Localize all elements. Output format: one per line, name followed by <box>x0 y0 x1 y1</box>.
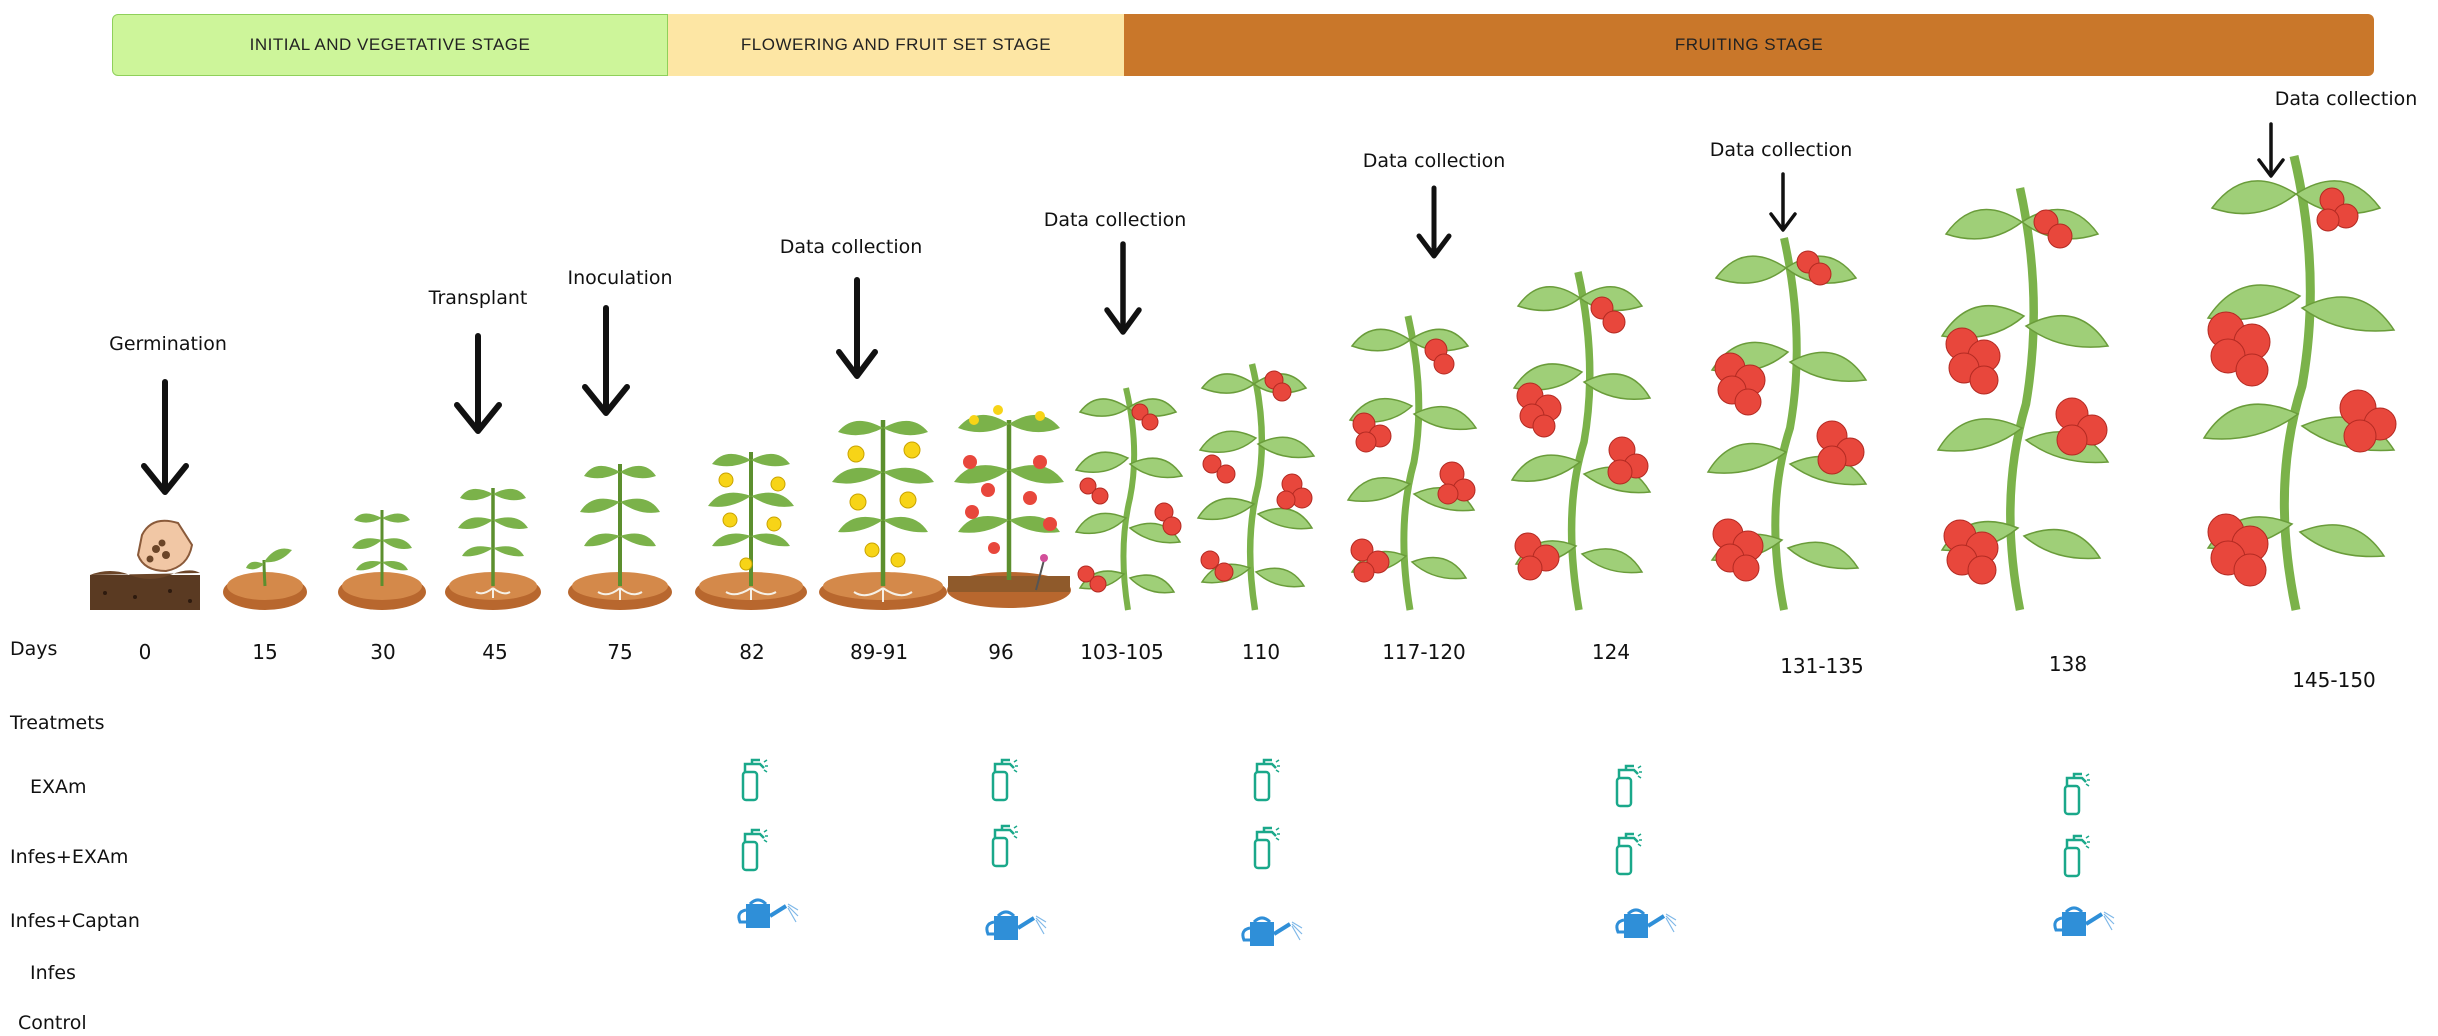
young-plant-illustration <box>338 510 426 610</box>
transplanted-plant-illustration <box>445 488 541 610</box>
day-value: 131-135 <box>1780 654 1864 678</box>
watering-can-icon <box>1241 916 1303 946</box>
arrow-down-icon <box>454 333 502 434</box>
fruit-set-plant-illustration <box>947 405 1071 608</box>
day-value: 138 <box>2048 652 2088 676</box>
spray-bottle-icon <box>1615 832 1642 876</box>
watering-can-icon <box>737 898 799 928</box>
event-germination-label: Germination <box>109 333 227 355</box>
spray-bottle-icon <box>1253 758 1280 802</box>
event-data-collection-label: Data collection <box>779 236 923 258</box>
event-data-collection-label: Data collection <box>1043 209 1187 231</box>
tomato-plant-illustration <box>1074 387 1184 611</box>
tomato-plant-illustration <box>1706 237 1868 611</box>
event-inoculation-label: Inoculation <box>567 267 673 289</box>
day-value: 103-105 <box>1080 640 1164 664</box>
day-value: 15 <box>252 640 278 664</box>
spray-bottle-icon <box>2063 834 2090 878</box>
row-label-infes: Infes <box>30 962 76 984</box>
spray-bottle-icon <box>1615 764 1642 808</box>
spray-bottle-icon <box>991 758 1018 802</box>
spray-bottle-icon <box>1253 826 1280 870</box>
stage-flowering-fruit-set: FLOWERING AND FRUIT SET STAGE <box>668 14 1124 76</box>
day-value: 145-150 <box>2292 668 2376 692</box>
flowering-plant-illustration <box>695 452 807 610</box>
arrow-down-icon <box>1769 172 1797 232</box>
arrow-down-icon <box>582 305 630 416</box>
spray-bottle-icon <box>741 758 768 802</box>
spray-bottle-icon <box>741 828 768 872</box>
row-label-treatments: Treatmets <box>10 712 105 734</box>
arrow-down-icon <box>836 277 878 379</box>
row-label-exam: EXAm <box>30 776 87 798</box>
day-value: 89-91 <box>849 640 909 664</box>
tomato-plant-illustration <box>1510 271 1652 611</box>
tomato-plant-illustration <box>1196 363 1316 611</box>
arrow-down-icon <box>1416 185 1452 259</box>
row-label-infes-exam: Infes+EXAm <box>10 846 129 868</box>
spray-bottle-icon <box>2063 772 2090 816</box>
watering-can-icon <box>1615 908 1677 938</box>
day-value: 124 <box>1591 640 1631 664</box>
tomato-plant-illustration <box>1346 315 1478 611</box>
spray-bottle-icon <box>991 824 1018 868</box>
row-label-infes-captan: Infes+Captan <box>10 910 140 932</box>
event-transplant-label: Transplant <box>428 287 528 309</box>
day-value: 110 <box>1241 640 1281 664</box>
watering-can-icon <box>2053 906 2115 936</box>
stage-initial-vegetative: INITIAL AND VEGETATIVE STAGE <box>112 14 668 76</box>
arrow-down-icon <box>141 379 189 495</box>
day-value: 45 <box>482 640 508 664</box>
event-data-collection-label: Data collection <box>1709 139 1853 161</box>
day-value: 75 <box>607 640 633 664</box>
day-value: 117-120 <box>1382 640 1466 664</box>
event-data-collection-label: Data collection <box>2274 88 2418 110</box>
seedling-illustration <box>223 548 307 610</box>
flowering-plant-illustration <box>819 420 947 610</box>
event-data-collection-label: Data collection <box>1362 150 1506 172</box>
day-value: 0 <box>138 640 152 664</box>
day-value: 96 <box>988 640 1014 664</box>
tomato-plant-illustration <box>1936 187 2110 611</box>
row-label-control: Control <box>18 1012 87 1034</box>
arrow-down-icon <box>1104 241 1142 335</box>
day-value: 30 <box>370 640 396 664</box>
day-value: 82 <box>739 640 765 664</box>
tomato-plant-illustration <box>2202 154 2397 611</box>
row-label-days: Days <box>10 638 58 660</box>
inoculated-plant-illustration <box>568 464 672 610</box>
germination-seeds-illustration <box>90 519 200 610</box>
arrow-down-icon <box>2257 122 2285 178</box>
stage-fruiting: FRUITING STAGE <box>1124 14 2374 76</box>
watering-can-icon <box>985 910 1047 940</box>
